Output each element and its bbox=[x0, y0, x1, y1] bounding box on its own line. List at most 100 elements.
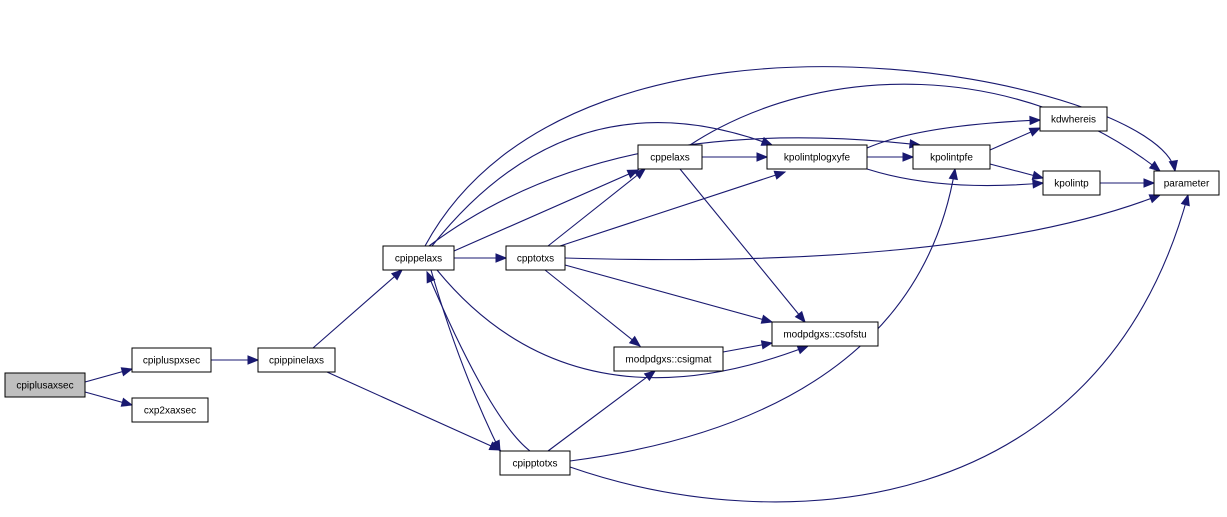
node-label: cpippinelaxs bbox=[269, 356, 324, 367]
node-box[interactable] bbox=[131, 397, 209, 423]
edge-line bbox=[866, 168, 1044, 187]
node-kpolintplogxyfe[interactable]: kpolintplogxyfe bbox=[766, 144, 868, 170]
node-box[interactable] bbox=[131, 347, 212, 373]
node-box[interactable] bbox=[912, 144, 991, 170]
edge-cpptotxs-to-parameter bbox=[564, 194, 1162, 261]
node-cpptotxs[interactable]: cpptotxs bbox=[505, 245, 566, 271]
edge-kpolintplogxyfe-to-kpolintp bbox=[866, 168, 1045, 189]
arrowhead-icon bbox=[1180, 193, 1190, 207]
edge-line bbox=[424, 66, 1176, 247]
edge-cpippelaxs-to-cppelaxs bbox=[453, 169, 640, 252]
node-box[interactable] bbox=[4, 372, 86, 398]
node-label: parameter bbox=[1164, 179, 1210, 190]
edge-kpolintplogxyfe-to-kpolintpfe bbox=[867, 152, 915, 162]
arrowhead-icon bbox=[426, 270, 436, 284]
node-label: modpdgxs::csofstu bbox=[783, 330, 866, 341]
node-kpolintp[interactable]: kpolintp bbox=[1042, 170, 1101, 196]
node-label: kpolintp bbox=[1054, 179, 1089, 190]
edge-cpippelaxs-to-parameter bbox=[424, 66, 1178, 247]
node-label: cpptotxs bbox=[517, 254, 554, 265]
arrowhead-icon bbox=[120, 397, 134, 407]
arrowhead-icon bbox=[1028, 127, 1042, 137]
node-box[interactable] bbox=[637, 144, 703, 170]
node-cppelaxs[interactable]: cppelaxs bbox=[637, 144, 703, 170]
node-box[interactable] bbox=[766, 144, 868, 170]
arrowhead-icon bbox=[1029, 115, 1042, 126]
arrowhead-icon bbox=[491, 439, 501, 453]
node-cpippinelaxs[interactable]: cpippinelaxs bbox=[257, 347, 336, 373]
arrowhead-icon bbox=[1143, 178, 1156, 188]
node-label: modpdgxs::csigmat bbox=[625, 355, 711, 366]
edge-cppelaxs-to-csofstu bbox=[679, 168, 806, 324]
node-csofstu[interactable]: modpdgxs::csofstu bbox=[771, 321, 879, 347]
edge-line bbox=[569, 168, 956, 462]
edge-line bbox=[436, 269, 809, 379]
node-label: kpolintpfe bbox=[930, 153, 973, 164]
arrowhead-icon bbox=[1032, 179, 1045, 189]
node-box[interactable] bbox=[1042, 170, 1101, 196]
edge-cpptotxs-to-csofstu bbox=[564, 264, 774, 324]
arrowhead-icon bbox=[902, 152, 915, 162]
edge-cpptotxs-to-kpolintplogxyfe bbox=[559, 170, 787, 247]
arrowhead-icon bbox=[1148, 194, 1162, 204]
edge-line bbox=[559, 171, 786, 247]
node-box[interactable] bbox=[257, 347, 336, 373]
edges-layer bbox=[84, 66, 1190, 503]
arrowhead-icon bbox=[794, 310, 806, 324]
arrowhead-icon bbox=[120, 367, 134, 377]
edge-kpolintpfe-to-kpolintp bbox=[989, 163, 1045, 180]
nodes-layer: cpiplusaxsec cpipluspxsec cxp2xaxsec cpippi… bbox=[4, 106, 1220, 476]
edge-cpipptotxs-to-csigmat bbox=[547, 370, 657, 452]
node-box[interactable] bbox=[771, 321, 879, 347]
edge-cpippinelaxs-to-cpipptotxs bbox=[326, 371, 502, 451]
edge-kpolintplogxyfe-to-kdwhereis bbox=[866, 115, 1042, 149]
node-cpiplusaxsec[interactable]: cpiplusaxsec bbox=[4, 372, 86, 398]
arrowhead-icon bbox=[1148, 160, 1162, 172]
arrowhead-icon bbox=[760, 340, 774, 350]
node-box[interactable] bbox=[382, 245, 455, 271]
arrowhead-icon bbox=[796, 345, 810, 355]
node-csigmat[interactable]: modpdgxs::csigmat bbox=[613, 346, 724, 372]
arrowhead-icon bbox=[628, 335, 642, 347]
edge-cpipptotxs-to-kpolintpfe bbox=[569, 167, 958, 462]
node-kpolintpfe[interactable]: kpolintpfe bbox=[912, 144, 991, 170]
node-box[interactable] bbox=[499, 450, 571, 476]
node-cpipptotxs[interactable]: cpipptotxs bbox=[499, 450, 571, 476]
edge-cpptotxs-to-cppelaxs bbox=[547, 168, 647, 247]
node-cpipluspxsec[interactable]: cpipluspxsec bbox=[131, 347, 212, 373]
edge-kpolintp-to-parameter bbox=[1100, 178, 1156, 188]
node-parameter[interactable]: parameter bbox=[1153, 170, 1220, 196]
node-box[interactable] bbox=[613, 346, 724, 372]
edge-line bbox=[679, 168, 806, 323]
arrowhead-icon bbox=[948, 167, 958, 181]
arrowhead-icon bbox=[390, 269, 404, 281]
edge-line bbox=[564, 264, 773, 323]
arrowhead-icon bbox=[643, 370, 657, 382]
arrowhead-icon bbox=[495, 253, 508, 263]
edge-line bbox=[544, 269, 641, 347]
edge-line bbox=[453, 169, 639, 252]
node-box[interactable] bbox=[1153, 170, 1220, 196]
edge-line bbox=[547, 168, 646, 247]
edge-line bbox=[430, 269, 501, 452]
node-label: cpipluspxsec bbox=[143, 356, 200, 367]
arrowhead-icon bbox=[247, 355, 260, 365]
node-label: cxp2xaxsec bbox=[144, 406, 196, 417]
arrowhead-icon bbox=[773, 170, 787, 180]
node-box[interactable] bbox=[1039, 106, 1108, 132]
edge-line bbox=[547, 370, 656, 452]
edge-cpiplusaxsec-to-cpipluspxsec bbox=[84, 367, 134, 383]
node-box[interactable] bbox=[505, 245, 566, 271]
node-label: cpippelaxs bbox=[395, 254, 442, 265]
edge-cpipptotxs-to-cpippelaxs bbox=[426, 270, 531, 452]
node-cpippelaxs[interactable]: cpippelaxs bbox=[382, 245, 455, 271]
node-label: kdwhereis bbox=[1051, 115, 1096, 126]
edge-cpipluspxsec-to-cpippinelaxs bbox=[211, 355, 260, 365]
arrowhead-icon bbox=[1168, 159, 1178, 173]
arrowhead-icon bbox=[760, 314, 774, 324]
arrowhead-icon bbox=[1031, 170, 1045, 180]
node-kdwhereis[interactable]: kdwhereis bbox=[1039, 106, 1108, 132]
node-cxp2xaxsec[interactable]: cxp2xaxsec bbox=[131, 397, 209, 423]
node-label: kpolintplogxyfe bbox=[784, 153, 851, 164]
